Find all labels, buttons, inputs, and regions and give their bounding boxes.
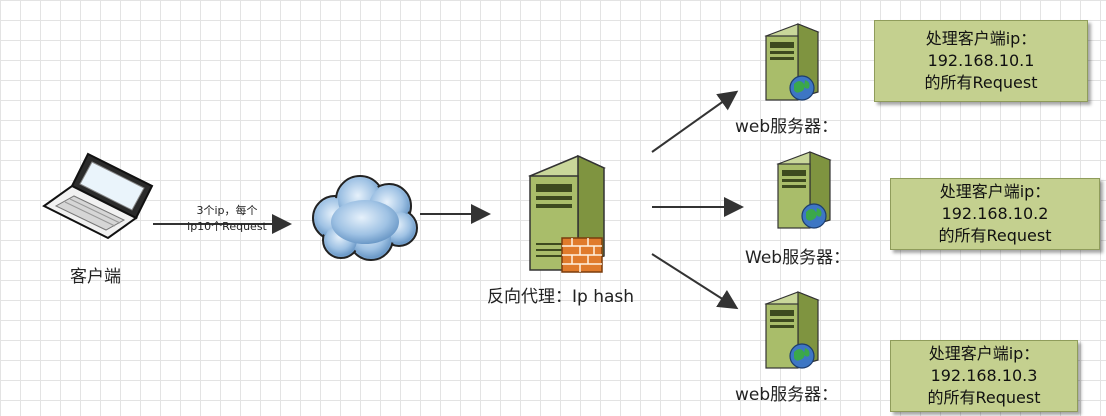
client-label: 客户端 [70,267,121,287]
proxy-label: 反向代理：Ip hash [487,287,635,307]
cloud-icon [305,170,423,265]
client-arrow-label-line2: ip10个Request [187,220,267,233]
note-3-line3: 的所有Request [927,388,1041,407]
note-2-line3: 的所有Request [938,226,1052,245]
server-label-1: web服务器： [735,117,839,137]
web-server-icon-2 [772,150,838,234]
arrow-proxy-to-server-1 [651,90,739,153]
web-server-icon-3 [760,290,826,374]
client-arrow-label-line1: 3个ip，每个 [196,204,258,217]
arrow-proxy-to-server-3 [651,253,739,310]
note-3-line1: 处理客户端ip： [928,344,1040,363]
note-box-2: 处理客户端ip： 192.168.10.2 的所有Request [890,178,1100,250]
client-arrow-label: 3个ip，每个 ip10个Request [165,203,289,235]
note-2-line1: 处理客户端ip： [939,182,1051,201]
note-1-line2: 192.168.10.1 [927,51,1035,70]
note-box-3: 处理客户端ip： 192.168.10.3 的所有Request [890,340,1078,412]
web-server-icon-1 [760,22,826,106]
server-label-3: web服务器： [735,385,839,405]
note-1-line1: 处理客户端ip： [925,29,1037,48]
laptop-icon [42,152,162,242]
proxy-server-icon [520,152,610,277]
server-label-2: Web服务器： [745,248,851,268]
note-3-line2: 192.168.10.3 [930,366,1038,385]
note-1-line3: 的所有Request [924,73,1038,92]
note-2-line2: 192.168.10.2 [941,204,1049,223]
note-box-1: 处理客户端ip： 192.168.10.1 的所有Request [874,20,1088,102]
